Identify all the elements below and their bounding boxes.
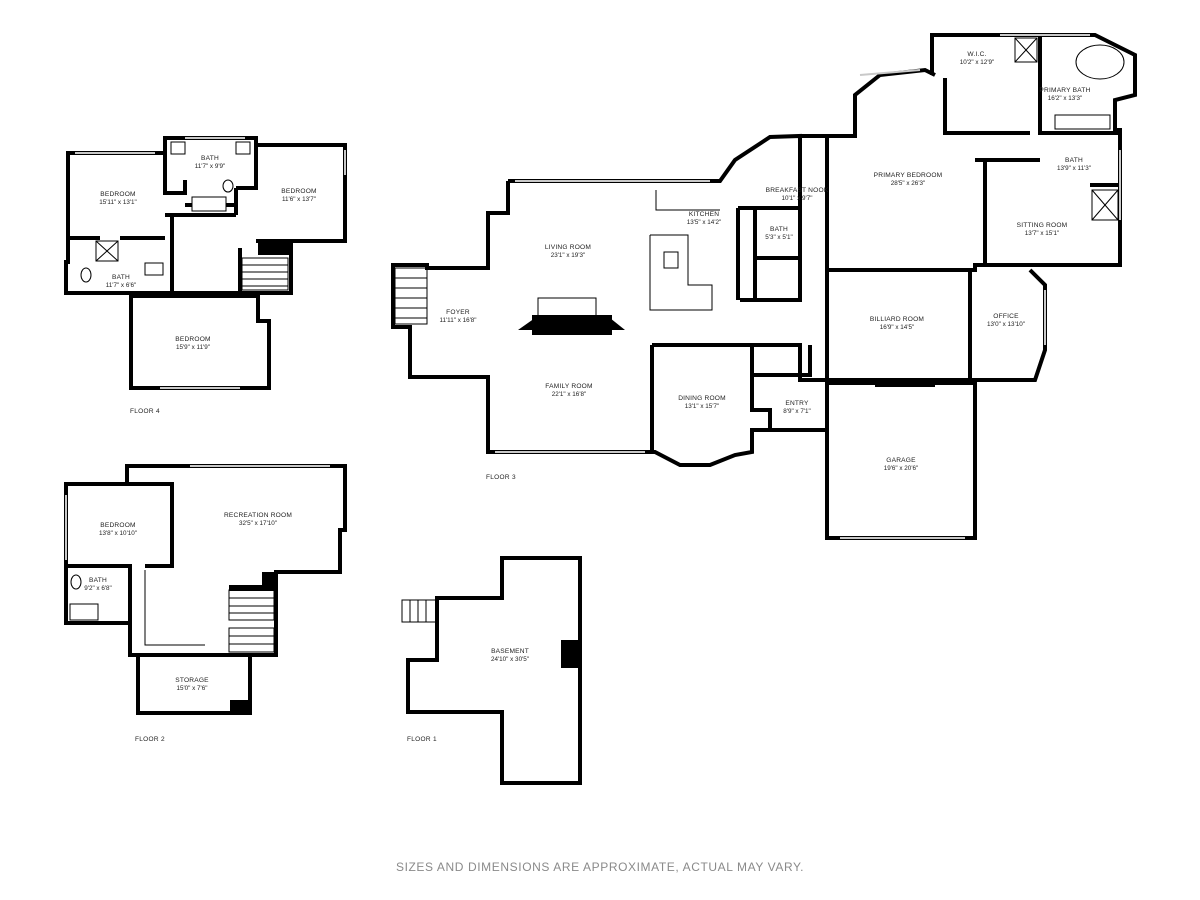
floor-2-room-1-name: BEDROOM	[100, 522, 135, 529]
floor-4-room-3-dim: 11'6" x 13'7"	[282, 196, 316, 203]
floor-3-room-13-dim: 8'9" x 7'1"	[783, 408, 811, 415]
floor-3-room-8-name: BATH	[1065, 157, 1083, 164]
floor-3-room-7-name: PRIMARY BATH	[1039, 87, 1090, 94]
floor-2-room-2-dim: 32'5" x 17'10"	[239, 520, 277, 527]
floor-3-room-11-dim: 22'1" x 16'8"	[552, 391, 587, 398]
floor-2-room-1-dim: 13'8" x 10'10"	[99, 530, 137, 537]
floor-3-room-13-name: ENTRY	[785, 400, 809, 407]
basement-outline	[406, 556, 582, 785]
floor-3-room-2-name: KITCHEN	[689, 211, 719, 218]
floor-3-room-9-name: SITTING ROOM	[1017, 222, 1068, 229]
floor-3-room-6-dim: 10'2" x 12'9"	[960, 59, 995, 66]
floor-4-room-4-name: BATH	[112, 274, 130, 281]
floor-3-room-9-dim: 13'7" x 15'1"	[1025, 230, 1060, 237]
floor-4-room-4-dim: 11'7" x 6'6"	[106, 282, 137, 289]
floor-3-room-5-name: PRIMARY BEDROOM	[874, 172, 943, 179]
floor-2-label: FLOOR 2	[135, 736, 165, 743]
floor-3-room-10-dim: 11'11" x 16'8"	[439, 317, 476, 324]
floor-3-room-14-dim: 16'9" x 14'5"	[880, 324, 915, 331]
floor-3-room-16-name: GARAGE	[886, 457, 916, 464]
floor-3-room-5-dim: 28'5" x 26'3"	[891, 180, 926, 187]
floor-4-room-2-name: BATH	[201, 155, 219, 162]
floor-4-room-5-dim: 15'9" x 11'9"	[176, 344, 210, 351]
floor-3-room-4-dim: 5'3" x 5'1"	[765, 234, 793, 241]
floor-3-room-10-name: FOYER	[446, 309, 470, 316]
floor-3-room-2-dim: 13'5" x 14'2"	[687, 219, 722, 226]
floor-2-room-3-name: BATH	[89, 577, 107, 584]
floor-3-room-1-name: LIVING ROOM	[545, 244, 591, 251]
floor-4-upper-outline	[64, 136, 347, 295]
floor-2-plan: BEDROOM 13'8" x 10'10" RECREATION ROOM 3…	[64, 464, 347, 743]
floor-3-room-12-dim: 13'1" x 15'7"	[685, 403, 720, 410]
floor-2-room-2-name: RECREATION ROOM	[224, 512, 292, 519]
floor-1-label: FLOOR 1	[407, 736, 437, 743]
floor-3-main-outline	[508, 133, 802, 302]
floor-4-room-2-dim: 11'7" x 9'9"	[195, 163, 226, 170]
floor-4-room-5-name: BEDROOM	[175, 336, 210, 343]
floor-4-plan: BEDROOM 15'11" x 13'1" BATH 11'7" x 9'9"…	[64, 136, 347, 415]
floor-2-room-4-name: STORAGE	[175, 677, 209, 684]
floor-4-label: FLOOR 4	[130, 408, 160, 415]
floor-3-room-14-name: BILLIARD ROOM	[870, 316, 924, 323]
floor-3-room-3-dim: 10'1" x 9'7"	[781, 195, 812, 202]
floor-1-room-1-name: BASEMENT	[491, 648, 529, 655]
floor-3-room-6-name: W.I.C.	[967, 51, 986, 58]
floor-3-room-12-name: DINING ROOM	[678, 395, 726, 402]
floor-4-room-1-dim: 15'11" x 13'1"	[99, 199, 137, 206]
floor-4-lower-bedroom-outline	[129, 294, 271, 390]
floor-3-room-4-name: BATH	[770, 226, 788, 233]
floor-3-plan: LIVING ROOM 23'1" x 19'3" KITCHEN 13'5" …	[391, 33, 1137, 540]
floor-2-room-4-dim: 15'0" x 7'6"	[176, 685, 207, 692]
floor-1-room-1-dim: 24'10" x 30'5"	[491, 656, 529, 663]
floor-3-room-3-name: BREAKFAST NOOK	[766, 187, 829, 194]
floor-3-room-15-dim: 13'0" x 13'10"	[987, 321, 1025, 328]
floor-2-room-3-dim: 9'2" x 6'8"	[84, 585, 112, 592]
floor-3-label: FLOOR 3	[486, 474, 516, 481]
floor-3-room-8-dim: 13'9" x 11'3"	[1057, 165, 1091, 172]
floor-3-room-16-dim: 19'6" x 20'6"	[884, 465, 919, 472]
floor-4-room-1-name: BEDROOM	[100, 191, 135, 198]
floor-3-room-1-dim: 23'1" x 19'3"	[551, 252, 586, 259]
disclaimer-text: SIZES AND DIMENSIONS ARE APPROXIMATE, AC…	[395, 860, 805, 874]
floor-3-room-7-dim: 16'2" x 13'3"	[1048, 95, 1083, 102]
floor-3-room-15-name: OFFICE	[993, 313, 1019, 320]
floor-4-room-3-name: BEDROOM	[281, 188, 316, 195]
floor-3-room-11-name: FAMILY ROOM	[545, 383, 592, 390]
floor-1-plan: BASEMENT 24'10" x 30'5" FLOOR 1	[401, 556, 582, 785]
